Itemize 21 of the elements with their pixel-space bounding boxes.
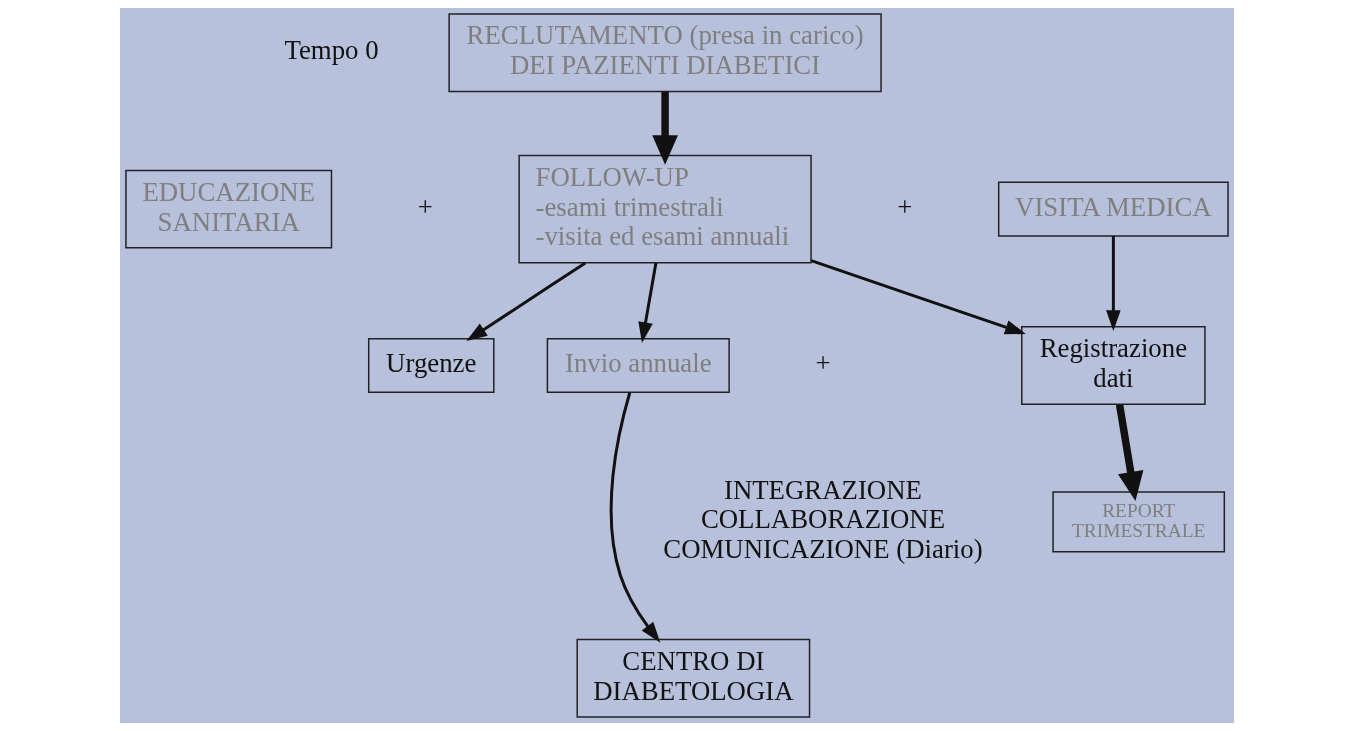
arrow (609, 392, 661, 643)
label: INTEGRAZIONE COLLABORAZIONE COMUNICAZIONE (Diario) (663, 474, 983, 565)
label: + (417, 191, 433, 222)
arrow (1106, 235, 1121, 332)
label: Tempo 0 (284, 35, 379, 66)
arrow (1115, 403, 1144, 502)
node-box: CENTRO DI DIABETOLOGIA (576, 638, 811, 718)
node-box: RECLUTAMENTO (presa in carico) DEI PAZIENTI DIABETICI (448, 13, 882, 93)
node-box: EDUCAZIONE SANITARIA (125, 169, 333, 249)
label: + (897, 191, 913, 222)
node-box: Urgenze (367, 337, 495, 394)
label: + (815, 348, 831, 379)
arrow (466, 261, 587, 341)
node-box: Registrazione dati (1021, 326, 1206, 405)
node-box: FOLLOW-UP -esami trimestrali -visita ed esami annuali (518, 154, 812, 264)
arrow (652, 91, 678, 165)
node-box: Invio annuale (546, 337, 730, 394)
arrow (638, 262, 658, 343)
node-box: VISITA MEDICA (997, 181, 1229, 237)
arrow (810, 259, 1026, 335)
node-box: REPORT TRIMESTRALE (1052, 491, 1226, 553)
